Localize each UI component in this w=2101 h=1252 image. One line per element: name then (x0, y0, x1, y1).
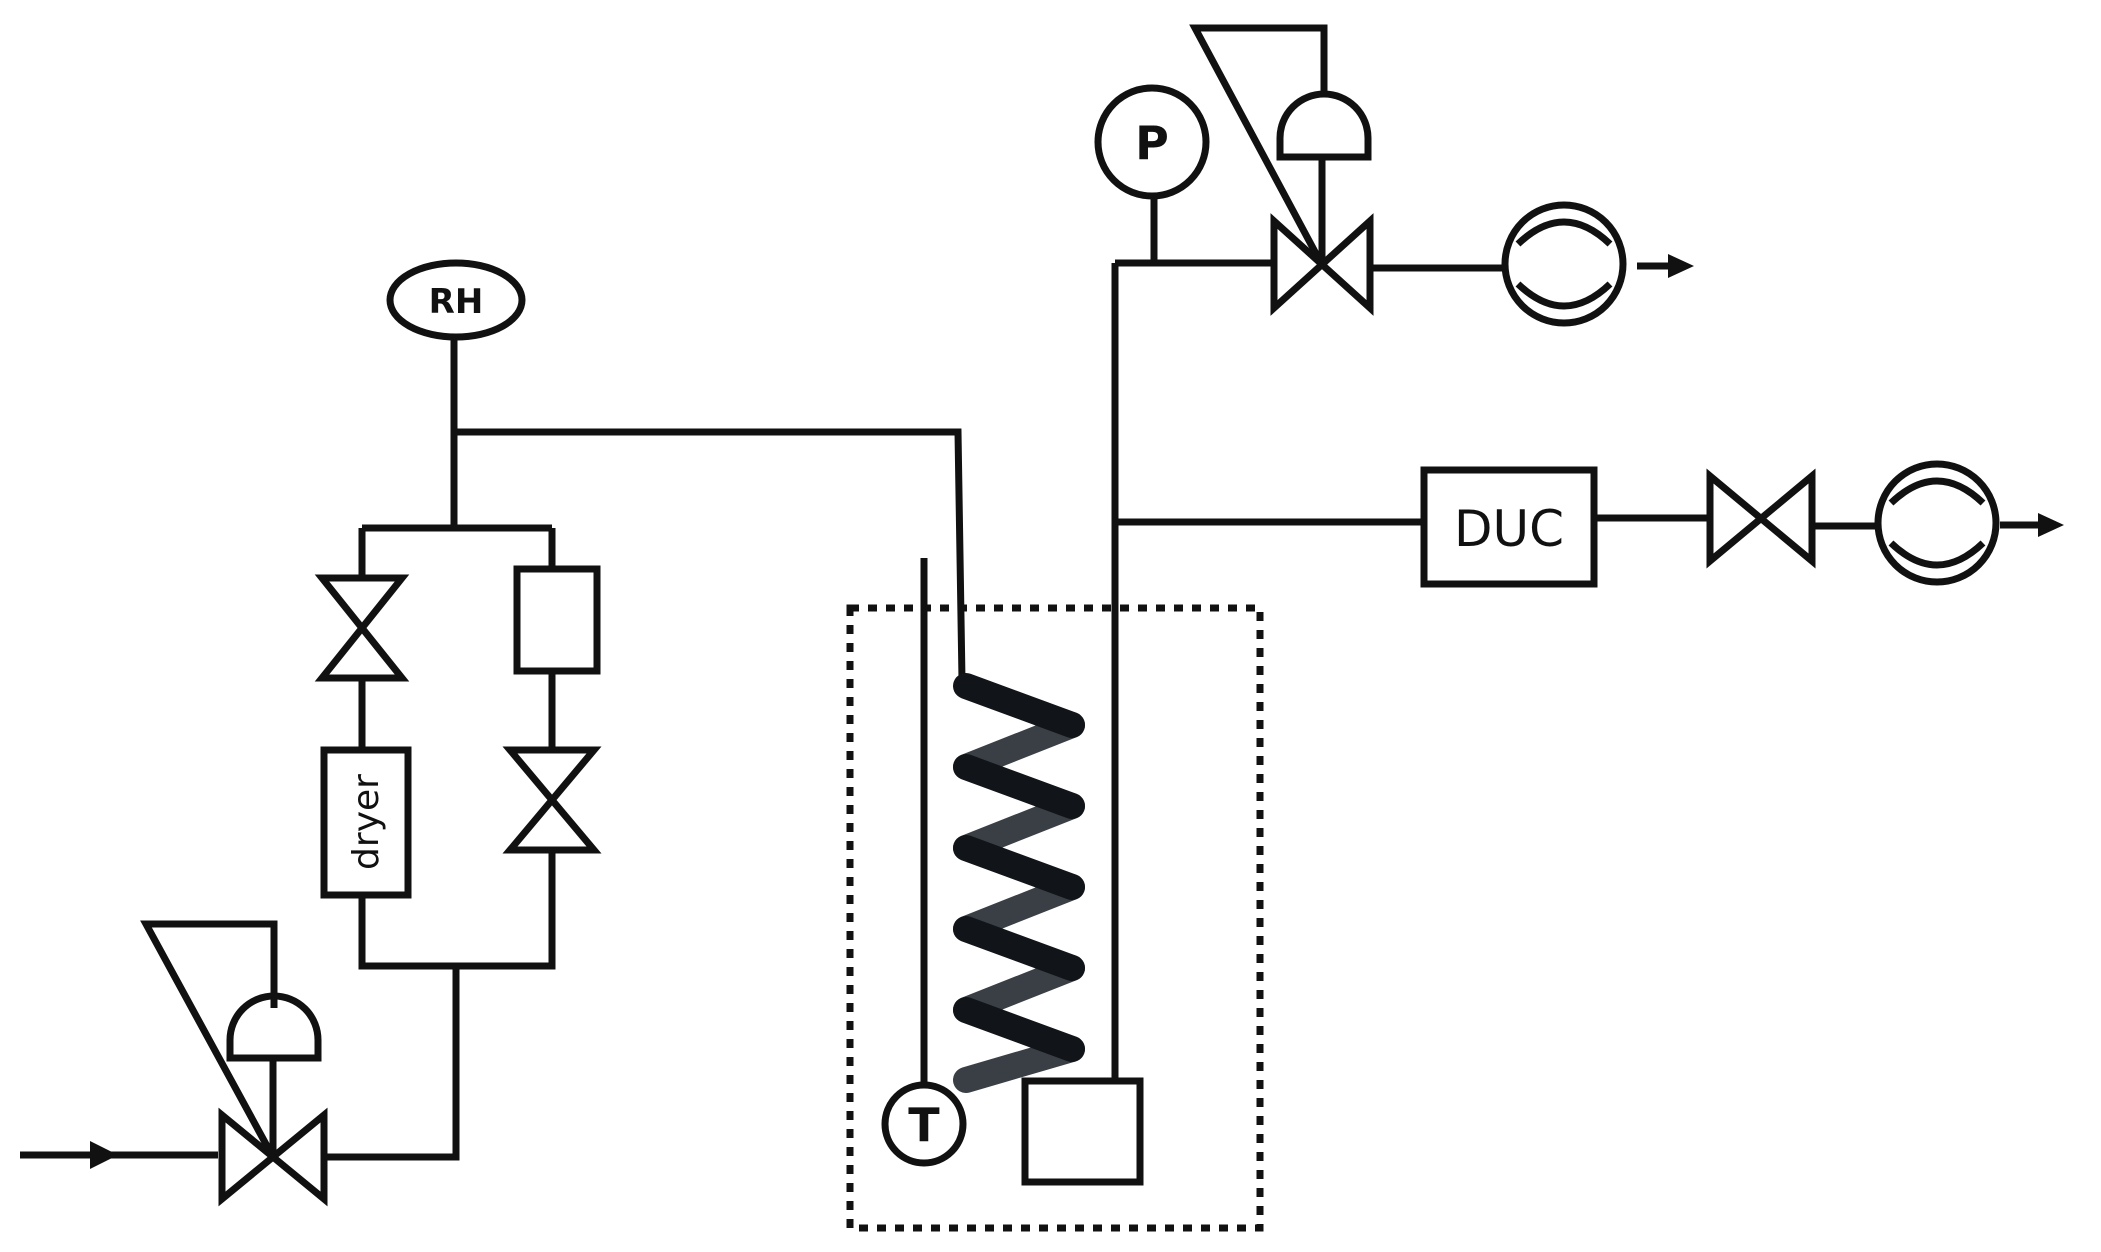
enclosure-boundary (846, 604, 1264, 1232)
upper-mass-flow-meter-icon (1501, 201, 1627, 327)
duc-valve-icon (1706, 468, 1816, 569)
duc-label: DUC (1454, 500, 1564, 558)
wet-branch-valve-icon (502, 746, 602, 854)
duc-box: DUC (1420, 466, 1598, 588)
humidifier-bottle-icon (513, 565, 601, 675)
rh-sensor: RH (386, 259, 526, 341)
lower-outlet-arrow-icon (2000, 513, 2064, 537)
inlet-pressure-regulator-icon (140, 920, 328, 1207)
dryer-box (320, 746, 412, 899)
rh-label: RH (429, 282, 484, 322)
pressure-label: P (1135, 116, 1169, 170)
dry-branch-valve-icon (314, 574, 410, 682)
dryer-branch: dryer (314, 528, 412, 899)
pressure-sensor: P (1094, 84, 1210, 263)
heating-coil-icon (953, 673, 1085, 1093)
temperature-sensor: T (881, 558, 967, 1167)
upper-outlet-arrow-icon (1637, 254, 1694, 278)
temperature-label: T (908, 1098, 940, 1152)
back-pressure-regulator-icon (1189, 24, 1374, 316)
lower-mass-flow-meter-icon (1874, 460, 2000, 586)
sample-cell (1021, 1077, 1144, 1186)
humidifier-branch (502, 528, 602, 854)
dryer-label: dryer (346, 774, 387, 870)
inlet-arrow-icon (20, 1141, 218, 1169)
